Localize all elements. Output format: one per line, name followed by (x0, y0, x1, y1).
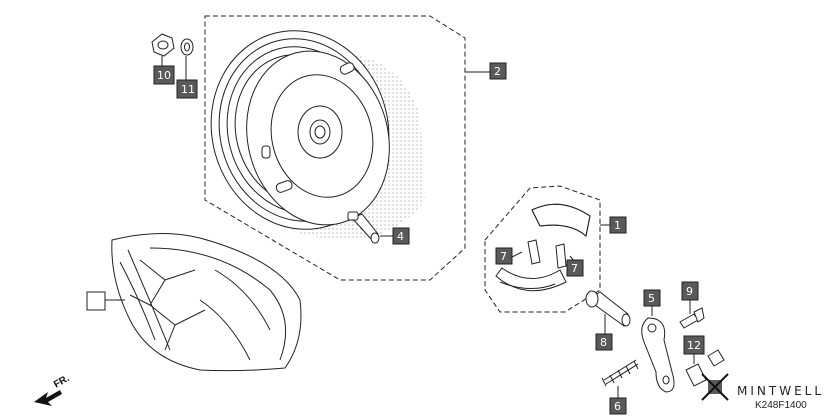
callout-11: 11 (176, 79, 198, 99)
pin-12 (685, 349, 725, 387)
callout-4: 4 (392, 227, 410, 245)
brake-shoe-group-outline (484, 185, 601, 313)
svg-text:9: 9 (686, 285, 693, 298)
svg-text:4: 4 (397, 230, 404, 243)
tire (111, 233, 302, 372)
valve-stem (347, 211, 380, 244)
wheel-rim (210, 30, 425, 240)
callout-10: 10 (153, 65, 175, 85)
callout-blank (86, 291, 106, 311)
nut-10 (151, 33, 175, 57)
brand-name: MINTWELL (737, 384, 824, 398)
svg-text:1: 1 (614, 219, 621, 232)
bolt-9 (679, 307, 705, 329)
callout-2: 2 (489, 62, 507, 80)
svg-text:2: 2 (494, 65, 501, 78)
svg-text:12: 12 (687, 339, 701, 352)
callout-7-b: 7 (566, 259, 584, 277)
callout-9: 9 (681, 281, 699, 301)
brake-camshaft (585, 290, 631, 327)
callout-1: 1 (609, 216, 627, 234)
svg-text:11: 11 (181, 83, 195, 96)
brand-logo (701, 373, 729, 401)
callout-7-a: 7 (495, 247, 513, 265)
svg-text:7: 7 (571, 262, 578, 275)
svg-text:5: 5 (648, 292, 655, 305)
wheel-group-outline (204, 15, 466, 281)
svg-text:10: 10 (157, 69, 171, 82)
direction-label: FR. (52, 373, 72, 391)
svg-text:7: 7 (500, 250, 507, 263)
front-direction-arrow (34, 390, 62, 406)
callout-12: 12 (683, 335, 705, 355)
return-spring (601, 359, 639, 387)
svg-text:8: 8 (600, 336, 607, 349)
brake-arm (641, 317, 675, 393)
callout-8: 8 (595, 333, 613, 351)
brake-shoes (495, 203, 591, 292)
diagram-code: K248F1400 (755, 400, 807, 411)
callout-5: 5 (643, 289, 661, 307)
washer-11 (180, 38, 194, 56)
svg-text:6: 6 (614, 400, 621, 413)
callout-6: 6 (609, 397, 627, 415)
